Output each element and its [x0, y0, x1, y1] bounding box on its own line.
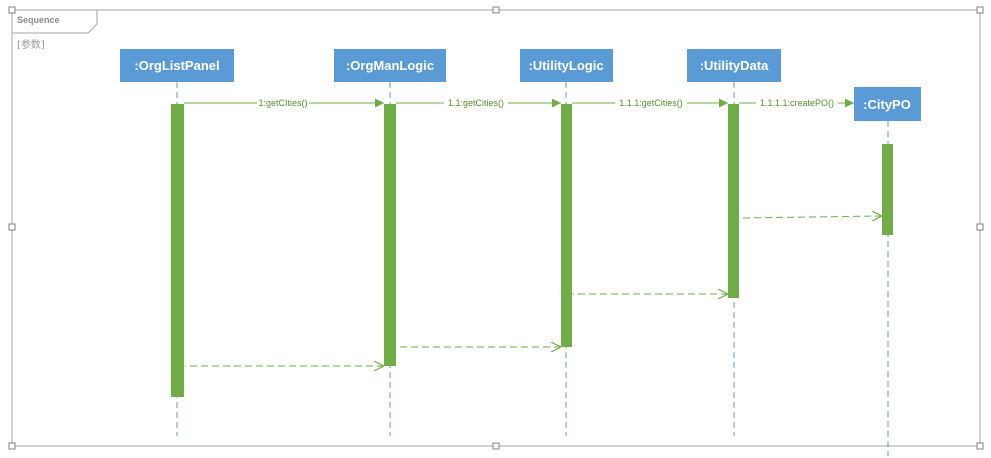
activation-bars: [171, 104, 893, 397]
lifeline-label-orglistpanel: :OrgListPanel: [134, 58, 219, 73]
activation-citypo[interactable]: [882, 144, 893, 235]
frame-title-tab: [12, 9, 98, 34]
message-label-m4: 1.1.1.1:createPO(): [760, 98, 834, 108]
activation-utilitydata[interactable]: [728, 104, 739, 298]
lifeline-citypo[interactable]: :CityPO: [854, 87, 921, 121]
message-labels: 1:getCIties() 1.1:getCities() 1.1.1:getC…: [257, 97, 838, 109]
lifeline-label-citypo: :CityPO: [863, 97, 911, 112]
lifeline-utilitydata[interactable]: :UtilityData: [687, 49, 781, 82]
activation-utilitylogic[interactable]: [561, 104, 572, 347]
sequence-frame[interactable]: Sequence [参数]: [8, 6, 984, 450]
lifeline-label-utilitylogic: :UtilityLogic: [528, 58, 603, 73]
lifeline-orglistpanel[interactable]: :OrgListPanel: [120, 49, 234, 82]
activation-orglistpanel[interactable]: [171, 104, 184, 397]
lifeline-lines: [176, 82, 889, 456]
lifeline-label-orgmanlogic: :OrgManLogic: [346, 58, 434, 73]
message-label-m1: 1:getCIties(): [258, 98, 307, 108]
return-arrow-r1[interactable]: [739, 216, 882, 218]
selection-handles[interactable]: [8, 6, 984, 450]
frame-parameter: [参数]: [17, 38, 45, 51]
frame-title: Sequence: [17, 15, 60, 25]
message-label-m2: 1.1:getCities(): [448, 98, 504, 108]
message-label-m3: 1.1.1:getCities(): [619, 98, 683, 108]
activation-orgmanlogic[interactable]: [384, 104, 396, 366]
lifeline-utilitylogic[interactable]: :UtilityLogic: [520, 49, 613, 82]
lifeline-label-utilitydata: :UtilityData: [700, 58, 769, 73]
lifeline-orgmanlogic[interactable]: :OrgManLogic: [334, 49, 446, 82]
